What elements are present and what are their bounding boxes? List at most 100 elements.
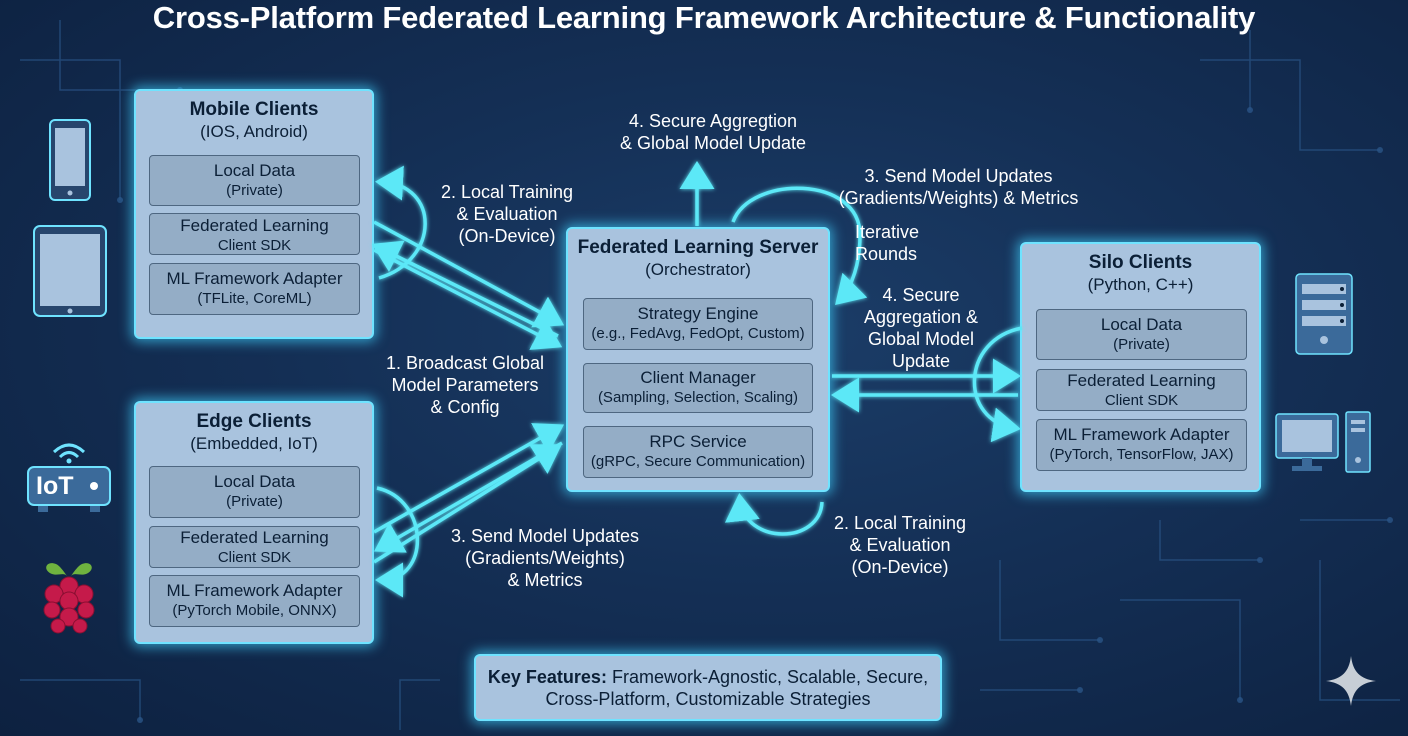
edge-local-data-note: (Private) [226, 493, 283, 510]
mobile-local-data: Local Data (Private) [149, 155, 360, 206]
mobile-clients-box: Mobile Clients (IOS, Android) Local Data… [134, 89, 374, 339]
label-line: & Evaluation [456, 204, 558, 224]
iot-label: IoT [36, 472, 74, 500]
tablet-icon [33, 225, 107, 317]
arrow-edge-local-training-loop [375, 486, 420, 598]
silo-clients-title: Silo Clients [1088, 252, 1193, 273]
sparkle-icon [1326, 656, 1376, 706]
rpc-service-label: RPC Service [649, 432, 747, 451]
label-line: & Config [430, 397, 500, 417]
rpc-service: RPC Service (gRPC, Secure Communication) [583, 426, 813, 478]
arrow-iterative-rounds-loop [731, 186, 868, 305]
edge-adapter-note: (PyTorch Mobile, ONNX) [172, 602, 337, 619]
mobile-client-sdk: Federated Learning Client SDK [149, 213, 360, 255]
rpc-service-note: (gRPC, Secure Communication) [590, 453, 806, 470]
silo-local-data-note: (Private) [1113, 336, 1170, 353]
mobile-sdk-note: Client SDK [217, 237, 292, 254]
silo-local-data: Local Data (Private) [1036, 309, 1247, 360]
label-line: (On-Device) [458, 226, 556, 246]
silo-sdk-note: Client SDK [1104, 392, 1179, 409]
label-secure-aggregation-top: 4. Secure Aggregtion & Global Model Upda… [598, 110, 828, 154]
silo-clients-box: Silo Clients (Python, C++) Local Data (P… [1020, 242, 1261, 492]
silo-local-data-label: Local Data [1100, 315, 1183, 334]
arrow-server-to-mobile-a [371, 240, 559, 338]
label-line: 3. Send Model Updates [450, 526, 640, 546]
arrow-server-local-training-loop [724, 493, 824, 536]
client-manager: Client Manager (Sampling, Selection, Sca… [583, 363, 813, 413]
label-line: Rounds [855, 244, 918, 264]
label-broadcast: 1. Broadcast Global Model Parameters & C… [370, 352, 560, 418]
label-line: 4. Secure Aggregtion [628, 111, 798, 131]
mobile-adapter-note: (TFLite, CoreML) [197, 290, 312, 307]
desktop-computer-icon [1275, 411, 1371, 473]
label-send-updates-top: 3. Send Model Updates (Gradients/Weights… [826, 165, 1091, 209]
client-manager-note: (Sampling, Selection, Scaling) [597, 389, 799, 406]
silo-clients-subtitle: (Python, C++) [1087, 275, 1194, 294]
mobile-local-data-label: Local Data [213, 161, 296, 180]
label-send-updates-bottom: 3. Send Model Updates (Gradients/Weights… [435, 525, 655, 591]
arrow-edge-to-server-b [373, 444, 562, 564]
label-line: Global Model [867, 329, 975, 349]
label-secure-aggregation-right: 4. Secure Aggregation & Global Model Upd… [856, 284, 986, 372]
key-features-line-1: Key Features: Framework-Agnostic, Scalab… [476, 666, 940, 688]
silo-adapter-label: ML Framework Adapter [1053, 425, 1230, 444]
mobile-adapter-label: ML Framework Adapter [166, 269, 343, 288]
label-line: Update [891, 351, 951, 371]
key-features-box: Key Features: Framework-Agnostic, Scalab… [474, 654, 942, 721]
label-local-training-mobile: 2. Local Training & Evaluation (On-Devic… [412, 181, 602, 247]
edge-adapter-label: ML Framework Adapter [166, 581, 343, 600]
server-rack-icon [1295, 273, 1353, 355]
arrow-mobile-to-server [373, 220, 565, 328]
edge-sdk-note: Client SDK [217, 549, 292, 566]
server-subtitle: (Orchestrator) [645, 260, 751, 279]
arrow-edge-to-server [373, 423, 565, 534]
label-line: Model Parameters [391, 375, 539, 395]
label-line: (Gradients/Weights) & Metrics [838, 188, 1079, 208]
label-line: & Evaluation [849, 535, 951, 555]
mobile-sdk-label: Federated Learning [180, 216, 329, 235]
label-line: 2. Local Training [833, 513, 967, 533]
label-line: 1. Broadcast Global [385, 353, 545, 373]
edge-client-sdk: Federated Learning Client SDK [149, 526, 360, 568]
mobile-clients-subtitle: (IOS, Android) [200, 122, 308, 141]
strategy-engine-label: Strategy Engine [637, 304, 759, 323]
label-line: (Gradients/Weights) [465, 548, 625, 568]
mobile-local-data-note: (Private) [226, 182, 283, 199]
edge-clients-title: Edge Clients [196, 411, 312, 432]
strategy-engine: Strategy Engine (e.g., FedAvg, FedOpt, C… [583, 298, 813, 350]
mobile-clients-title: Mobile Clients [189, 99, 319, 120]
label-line: 3. Send Model Updates [864, 166, 1053, 186]
page-title: Cross-Platform Federated Learning Framew… [152, 0, 1256, 35]
edge-local-data: Local Data (Private) [149, 466, 360, 518]
server-box: Federated Learning Server (Orchestrator)… [566, 227, 830, 492]
label-line: Iterative [855, 222, 920, 242]
silo-adapter-note: (PyTorch, TensorFlow, JAX) [1049, 446, 1234, 463]
label-line: & Metrics [507, 570, 583, 590]
label-line: 4. Secure [882, 285, 960, 305]
silo-client-sdk: Federated Learning Client SDK [1036, 369, 1247, 411]
iot-router-icon: IoT [26, 430, 112, 516]
client-manager-label: Client Manager [640, 368, 756, 387]
edge-ml-adapter: ML Framework Adapter (PyTorch Mobile, ON… [149, 575, 360, 627]
label-line: Aggregation & [863, 307, 979, 327]
label-line: & Global Model Update [619, 133, 807, 153]
edge-local-data-label: Local Data [213, 472, 296, 491]
label-local-training-server: 2. Local Training & Evaluation (On-Devic… [815, 512, 985, 578]
arrow-silo-loop [972, 326, 1023, 443]
smartphone-icon [49, 119, 91, 201]
edge-sdk-label: Federated Learning [180, 528, 329, 547]
key-features-line-2: Cross-Platform, Customizable Strategies [545, 689, 871, 709]
strategy-engine-note: (e.g., FedAvg, FedOpt, Custom) [591, 325, 805, 342]
server-title: Federated Learning Server [577, 237, 819, 258]
arrow-mobile-to-server-b [373, 248, 563, 350]
raspberry-pi-icon [43, 563, 95, 634]
mobile-ml-adapter: ML Framework Adapter (TFLite, CoreML) [149, 263, 360, 315]
edge-clients-box: Edge Clients (Embedded, IoT) Local Data … [134, 401, 374, 644]
key-features-label: Key Features: [487, 667, 607, 687]
label-line: (On-Device) [851, 557, 949, 577]
label-line: 2. Local Training [440, 182, 574, 202]
key-features-list: Framework-Agnostic, Scalable, Secure, [606, 667, 929, 687]
silo-sdk-label: Federated Learning [1067, 371, 1216, 390]
label-iterative-rounds: Iterative Rounds [855, 221, 945, 265]
